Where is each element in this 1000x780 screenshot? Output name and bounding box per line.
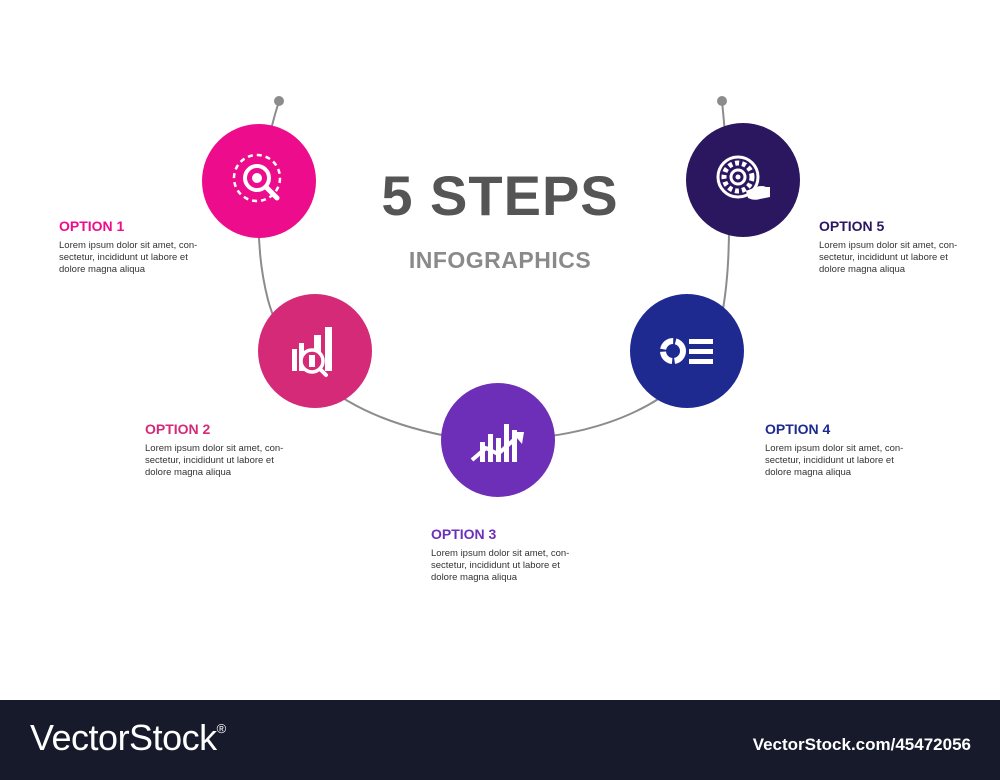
step-5-desc-line: sectetur, incididunt ut labore et [819,252,948,263]
step-3-desc-line: sectetur, incididunt ut labore et [431,560,560,571]
watermark-footer: VectorStock® VectorStock.com/45472056 [0,700,1000,780]
infographic-canvas: 5 STEPS INFOGRAPHICS OPTION 1 Lorem ipsu… [59,96,958,584]
connector-arc [257,96,731,442]
step-3-desc-line: Lorem ipsum dolor sit amet, con- [431,548,570,559]
ring-list-icon [660,338,713,364]
step-1-desc-line: dolore magna aliqua [59,264,146,275]
step-4-desc-line: sectetur, incididunt ut labore et [765,455,894,466]
arc-end-dot-right [717,96,727,106]
step-3-circle [441,383,555,497]
step-1-desc-line: Lorem ipsum dolor sit amet, con- [59,240,198,251]
step-3-desc-line: dolore magna aliqua [431,572,518,583]
main-title: 5 STEPS [381,164,619,227]
step-4-circle [630,294,744,408]
brand-logo: VectorStock® [30,720,226,756]
step-5-desc-line: dolore magna aliqua [819,264,906,275]
step-2-desc-line: Lorem ipsum dolor sit amet, con- [145,443,284,454]
step-4-description: Lorem ipsum dolor sit amet, con- sectetu… [765,443,903,479]
brand-name: VectorStock [30,717,217,758]
step-2-desc-line: sectetur, incididunt ut labore et [145,455,274,466]
step-4-desc-line: Lorem ipsum dolor sit amet, con- [765,443,904,454]
footer-url: VectorStock.com/45472056 [752,735,971,754]
step-5-circle [686,123,800,237]
step-1-description: Lorem ipsum dolor sit amet, con- sectetu… [59,240,197,276]
bar-chart-magnifier-icon [292,327,332,377]
step-5-description: Lorem ipsum dolor sit amet, con- sectetu… [819,240,957,276]
step-2-circle [258,294,372,408]
step-4-label: OPTION 4 [765,421,831,437]
step-2-description: Lorem ipsum dolor sit amet, con- sectetu… [145,443,283,479]
step-4-desc-line: dolore magna aliqua [765,467,852,478]
magnifier-target-icon [232,153,282,203]
step-5-desc-line: Lorem ipsum dolor sit amet, con- [819,240,958,251]
step-5-label: OPTION 5 [819,218,885,234]
step-3-label: OPTION 3 [431,526,497,542]
arc-end-dot-left [274,96,284,106]
step-1-label: OPTION 1 [59,218,125,234]
growth-chart-icon [470,424,524,462]
registered-mark: ® [216,721,227,736]
subtitle: INFOGRAPHICS [408,247,592,273]
step-3-description: Lorem ipsum dolor sit amet, con- sectetu… [431,548,569,584]
step-1-circle [202,124,316,238]
gear-hand-icon [716,155,770,200]
step-1-desc-line: sectetur, incididunt ut labore et [59,252,188,263]
step-2-label: OPTION 2 [145,421,211,437]
step-2-desc-line: dolore magna aliqua [145,467,232,478]
